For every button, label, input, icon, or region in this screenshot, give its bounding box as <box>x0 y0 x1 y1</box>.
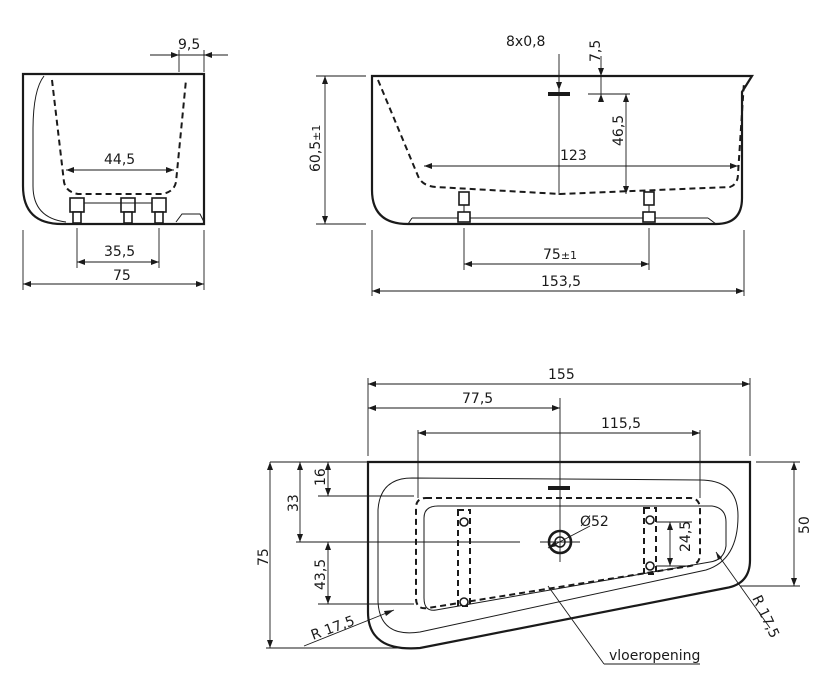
front-view-dim-inner-length-text: 123 <box>560 148 587 164</box>
side-view-tub-outline <box>21 72 206 226</box>
top-view-dim-total-length-text: 155 <box>548 367 575 383</box>
top-view-floor-recess <box>423 505 727 611</box>
side-view-dim-inner-text: 44,5 <box>104 152 135 168</box>
front-view-inner-basin <box>377 79 745 196</box>
front-view-dim-drain-text: 8x0,8 <box>506 34 545 50</box>
top-view-dim-opening-length-text: 115,5 <box>601 416 641 432</box>
top-view-floor-opening-label: vloeropening <box>609 648 700 664</box>
top-view-dim-43-5-text: 43,5 <box>313 559 329 590</box>
side-view-dim-top-text: 9,5 <box>178 37 200 53</box>
front-view-dim-rim-drop-text: 7,5 <box>588 40 604 62</box>
top-view-overflow <box>548 486 570 490</box>
side-view-dim-feet-text: 35,5 <box>104 244 135 260</box>
front-view-dim-length-text: 153,5 <box>541 274 581 290</box>
front-view-dim-feet-tolerance: ±1 <box>561 249 577 262</box>
front-view-foot-right <box>643 191 655 206</box>
side-view-back-wall-line <box>32 75 67 223</box>
side-view-foot-left <box>69 197 85 213</box>
top-view-radius-left-text: R 17,5 <box>309 613 357 644</box>
top-view-dim-16-text: 16 <box>313 468 329 486</box>
top-view-dim-50-text: 50 <box>797 516 813 534</box>
front-view-dim-height-value: 60,5 <box>308 141 324 172</box>
top-view-dim-drain-offset-text: 77,5 <box>462 391 493 407</box>
side-view: 9,5 44,5 35,5 75 <box>21 37 228 290</box>
front-view-foot-left <box>458 191 470 206</box>
top-view-radius-right-text: R 17,5 <box>748 593 782 641</box>
front-view-base-end-left <box>407 217 413 225</box>
side-view-foot-middle <box>120 197 136 213</box>
top-view-dim-drain-diameter-text: Ø52 <box>580 514 609 530</box>
top-view-dim-24-5-text: 24,5 <box>678 521 694 552</box>
side-view-inner-basin <box>51 79 187 195</box>
front-view: 8x0,8 7,5 46,5 60,5±1 123 75±1 <box>308 34 754 296</box>
top-view-dim-75-text: 75 <box>256 548 272 566</box>
top-view-rail-right <box>643 507 657 575</box>
front-view-foot-base-left <box>457 211 471 223</box>
top-view-inner-rim <box>377 477 739 634</box>
side-view-foot-base-right <box>154 211 164 224</box>
side-view-foot-base-left <box>72 211 82 224</box>
side-view-foot-right <box>151 197 167 213</box>
front-view-dim-feet-distance-text: 75±1 <box>543 247 577 263</box>
side-view-foot-base-middle <box>123 211 133 224</box>
top-view-dim-33-text: 33 <box>286 494 302 512</box>
side-view-dim-width-text: 75 <box>113 268 131 284</box>
front-view-dim-height-tolerance: ±1 <box>310 125 323 141</box>
top-view: Ø52 155 77,5 115,5 16 33 <box>256 367 813 665</box>
front-view-dim-feet-value: 75 <box>543 247 561 263</box>
front-view-base-end-right <box>707 217 717 225</box>
front-view-foot-base-right <box>642 211 656 223</box>
front-view-dim-inner-depth-text: 46,5 <box>611 115 627 146</box>
front-view-tub-outline <box>370 74 754 226</box>
front-view-dim-height-text: 60,5±1 <box>308 125 324 172</box>
side-view-drain-shape <box>175 213 205 223</box>
